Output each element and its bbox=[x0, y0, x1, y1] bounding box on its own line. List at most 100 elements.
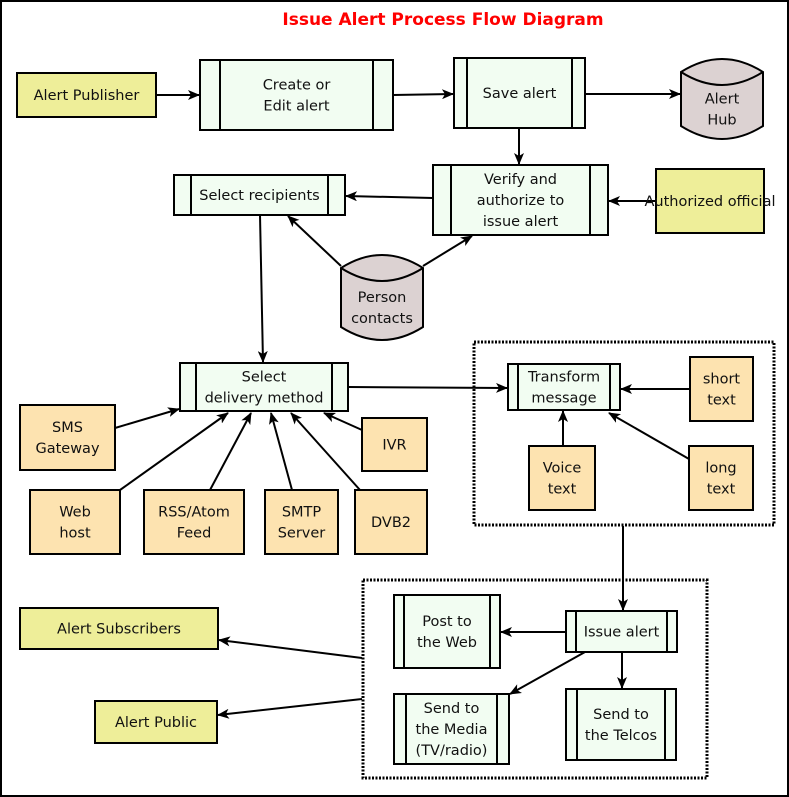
edge-ivr-to-select-delivery bbox=[323, 412, 363, 431]
process-save-alert-label-line: Save alert bbox=[483, 86, 557, 102]
process-select-recipients-label-line: Select recipients bbox=[199, 188, 320, 204]
actor-alert-public-label: Alert Public bbox=[115, 715, 197, 731]
process-post-web-box bbox=[393, 594, 501, 669]
edge-smtp-server-to-select-delivery bbox=[269, 412, 293, 491]
process-send-media-label-line: the Media bbox=[416, 722, 488, 738]
actor-alert-public[interactable]: Alert Public bbox=[94, 700, 218, 744]
process-transform[interactable]: Transform message bbox=[507, 363, 621, 411]
actor-alert-subscribers[interactable]: Alert Subscribers bbox=[19, 607, 219, 650]
resource-rss-atom-box bbox=[143, 489, 245, 555]
process-verify-label-line: issue alert bbox=[483, 214, 559, 230]
process-create-edit-label-line: Create or bbox=[263, 78, 331, 94]
edge-person-contacts-to-select-recipients bbox=[287, 215, 342, 267]
edges-layer bbox=[114, 89, 690, 719]
edge-create-edit-to-save-alert bbox=[392, 89, 454, 100]
resource-web-host-box bbox=[29, 489, 121, 555]
actor-alert-public-box bbox=[94, 700, 218, 744]
resource-web-host-label-line: host bbox=[59, 526, 91, 542]
resource-sms-gateway[interactable]: SMS Gateway bbox=[19, 404, 116, 471]
resource-dvb2-label-line: DVB2 bbox=[371, 515, 411, 531]
resource-dvb2-box bbox=[354, 489, 428, 555]
edge-delivery-group-to-alert-public bbox=[217, 698, 363, 719]
resource-sms-gateway-box bbox=[19, 404, 116, 471]
resource-long-text[interactable]: long text bbox=[688, 445, 754, 511]
process-send-telcos-label-line: Send to bbox=[593, 707, 649, 723]
process-post-web-label-line: the Web bbox=[417, 635, 477, 651]
datastore-person-contacts-top-curve bbox=[340, 267, 424, 282]
resource-dvb2[interactable]: DVB2 bbox=[354, 489, 428, 555]
process-save-alert-box bbox=[453, 57, 586, 129]
resource-long-text-label-line: long bbox=[705, 461, 736, 477]
edge-issue-alert-to-send-media bbox=[509, 651, 586, 695]
actor-alert-subscribers-box bbox=[19, 607, 219, 650]
edge-verify-to-select-recipients bbox=[345, 191, 434, 202]
process-issue-alert[interactable]: Issue alert bbox=[565, 610, 678, 653]
resource-web-host[interactable]: Web host bbox=[29, 489, 121, 555]
resource-long-text-label-line: text bbox=[707, 482, 736, 498]
resource-voice-text-label-line: text bbox=[548, 482, 577, 498]
resource-ivr[interactable]: IVR bbox=[361, 417, 428, 472]
process-post-web[interactable]: Post to the Web bbox=[393, 594, 501, 669]
process-save-alert[interactable]: Save alert bbox=[453, 57, 586, 129]
resource-short-text-label-line: text bbox=[707, 393, 736, 409]
process-send-media-box bbox=[393, 693, 510, 765]
edge-person-contacts-to-verify bbox=[422, 235, 473, 267]
process-post-web-label-line: Post to bbox=[422, 614, 472, 630]
process-create-edit[interactable]: Create or Edit alert bbox=[199, 59, 394, 131]
resource-web-host-label-line: Web bbox=[59, 505, 91, 521]
process-send-telcos[interactable]: Send to the Telcos bbox=[565, 688, 677, 761]
resource-voice-text-label-line: Voice bbox=[543, 461, 582, 477]
process-select-delivery[interactable]: Select delivery method bbox=[179, 362, 349, 412]
edge-sms-gateway-to-select-delivery bbox=[114, 407, 180, 429]
actor-authorized-official[interactable]: Authorized official bbox=[645, 168, 776, 234]
process-send-telcos-box bbox=[565, 688, 677, 761]
process-verify-label-line: authorize to bbox=[477, 193, 565, 209]
resource-smtp-server-box bbox=[264, 489, 339, 555]
resource-smtp-server-label-line: Server bbox=[278, 526, 326, 542]
process-issue-alert-label-line: Issue alert bbox=[584, 625, 660, 641]
resource-voice-text[interactable]: Voice text bbox=[528, 445, 596, 511]
edge-select-delivery-to-transform bbox=[347, 382, 508, 393]
actor-alert-publisher-label: Alert Publisher bbox=[34, 88, 140, 104]
actor-alert-publisher[interactable]: Alert Publisher bbox=[16, 72, 157, 118]
process-create-edit-label-line: Edit alert bbox=[263, 99, 329, 115]
diagram-title: Issue Alert Process Flow Diagram bbox=[282, 10, 603, 30]
process-select-recipients-box bbox=[173, 174, 346, 216]
process-select-delivery-box bbox=[179, 362, 349, 412]
resource-long-text-box bbox=[688, 445, 754, 511]
process-send-telcos-label-line: the Telcos bbox=[585, 728, 657, 744]
process-select-recipients[interactable]: Select recipients bbox=[173, 174, 346, 216]
actor-authorized-official-label: Authorized official bbox=[645, 194, 776, 210]
actor-alert-subscribers-label: Alert Subscribers bbox=[57, 622, 181, 638]
edge-dvb2-to-select-delivery bbox=[290, 412, 361, 491]
process-transform-label-line: Transform bbox=[527, 370, 600, 386]
edge-web-host-to-select-delivery bbox=[119, 412, 229, 491]
edge-rss-atom-to-select-delivery bbox=[209, 412, 252, 491]
process-transform-box bbox=[507, 363, 621, 411]
process-select-delivery-label-line: delivery method bbox=[205, 391, 324, 407]
process-send-media-label-line: (TV/radio) bbox=[416, 743, 488, 759]
process-issue-alert-box bbox=[565, 610, 678, 653]
resource-ivr-label-line: IVR bbox=[382, 438, 406, 454]
process-select-delivery-label-line: Select bbox=[242, 370, 287, 386]
process-verify-box bbox=[432, 164, 609, 236]
datastore-person-contacts-label-line: contacts bbox=[351, 311, 413, 327]
resource-sms-gateway-label-line: Gateway bbox=[35, 441, 99, 457]
delivery-group bbox=[361, 578, 709, 780]
datastore-person-contacts-body bbox=[340, 254, 424, 341]
resource-ivr-box bbox=[361, 417, 428, 472]
process-transform-label-line: message bbox=[531, 391, 596, 407]
process-verify-label-line: Verify and bbox=[484, 172, 557, 188]
datastore-alert-hub-body bbox=[680, 58, 764, 140]
resource-sms-gateway-label-line: SMS bbox=[52, 420, 83, 436]
process-verify[interactable]: Verify and authorize to issue alert bbox=[432, 164, 609, 236]
